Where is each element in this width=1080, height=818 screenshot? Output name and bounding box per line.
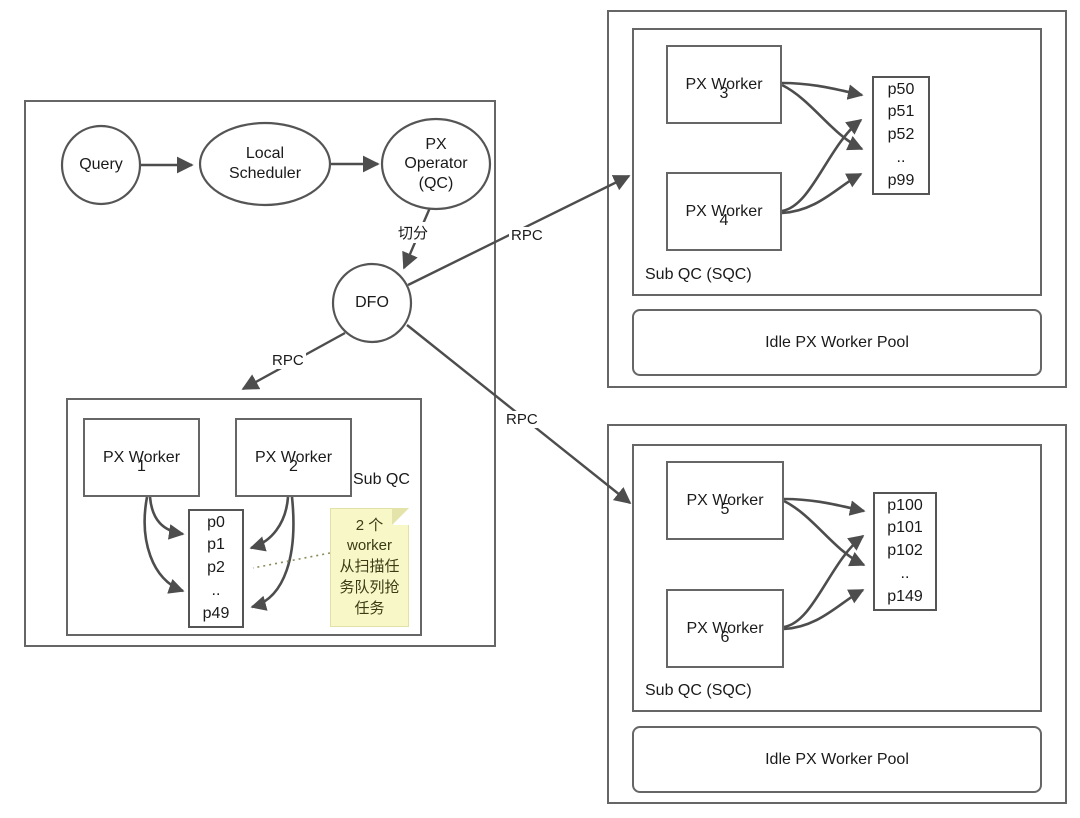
partition-item: .. (900, 564, 910, 582)
sqc-label-1: Sub QC (SQC) (645, 266, 752, 283)
local-scheduler-node-label: Local Scheduler (228, 145, 302, 182)
px-worker-index-6: 6 (720, 629, 730, 647)
px-worker-name-2: PX Worker (254, 448, 333, 466)
query-node-label: Query (79, 156, 123, 174)
sticky-note-left: 2 个 worker 从扫描任 务队列抢 任务 (330, 508, 409, 627)
partition-item: p0 (207, 513, 225, 531)
px-worker-name-5: PX Worker (686, 491, 764, 509)
edge-label-split: 切分 (396, 222, 431, 243)
partition-item: p52 (887, 126, 915, 144)
sqc-label-2: Sub QC (SQC) (645, 682, 752, 699)
px-worker-box-1 (83, 418, 200, 497)
partition-item: p100 (887, 496, 923, 514)
partition-item: .. (896, 148, 906, 166)
px-worker-name-4: PX Worker (685, 202, 763, 220)
px-worker-index-2: 2 (289, 458, 298, 476)
px-worker-index-4: 4 (719, 212, 729, 230)
px-worker-label-6: PX Worker (666, 589, 784, 668)
partition-item: .. (211, 581, 221, 599)
idle-px-worker-pool-1 (632, 309, 1042, 376)
partition-list-sqc-1: p50 p51 p52 .. p99 (872, 76, 930, 195)
px-worker-name-3: PX Worker (685, 75, 763, 93)
idle-px-worker-pool-2 (632, 726, 1042, 793)
px-worker-box-4 (666, 172, 782, 251)
px-operator-node-label: PX Operator (QC) (404, 135, 468, 192)
px-worker-label-2: PX Worker (235, 418, 352, 497)
partition-item: p2 (207, 559, 225, 577)
partition-item: p101 (887, 519, 923, 537)
px-worker-label-3: PX Worker (666, 45, 782, 124)
px-worker-box-2 (235, 418, 352, 497)
partition-item: p50 (887, 80, 915, 98)
idle-px-worker-pool-label-1: Idle PX Worker Pool (765, 333, 909, 351)
idle-px-worker-pool-label-2: Idle PX Worker Pool (765, 750, 909, 768)
partition-item: p1 (207, 536, 225, 554)
partition-item: p49 (202, 604, 230, 622)
px-worker-box-3 (666, 45, 782, 124)
px-worker-index-3: 3 (719, 85, 729, 103)
edge-label-rpc-sqc-1: RPC (509, 227, 545, 244)
px-worker-box-5 (666, 461, 784, 540)
partition-item: p51 (887, 103, 915, 121)
partition-list-left: p0 p1 p2 .. p49 (188, 509, 244, 628)
sticky-note-fold-shadow-icon (392, 508, 409, 525)
partition-item: p102 (887, 542, 923, 560)
px-worker-name-6: PX Worker (686, 619, 764, 637)
px-worker-index-1: 1 (137, 458, 146, 476)
partition-list-sqc-2: p100 p101 p102 .. p149 (873, 492, 937, 611)
partition-item: p99 (887, 171, 915, 189)
px-worker-box-6 (666, 589, 784, 668)
edge-label-rpc-left: RPC (270, 352, 306, 369)
px-worker-name-1: PX Worker (102, 448, 181, 466)
px-worker-label-5: PX Worker (666, 461, 784, 540)
sub-qc-label-left: Sub QC (353, 471, 410, 488)
px-worker-label-4: PX Worker (666, 172, 782, 251)
dfo-node-label: DFO (355, 294, 389, 312)
partition-item: p149 (887, 587, 923, 605)
edge-label-rpc-sqc-2: RPC (504, 411, 540, 428)
px-worker-index-5: 5 (720, 501, 730, 519)
px-worker-label-1: PX Worker (83, 418, 200, 497)
